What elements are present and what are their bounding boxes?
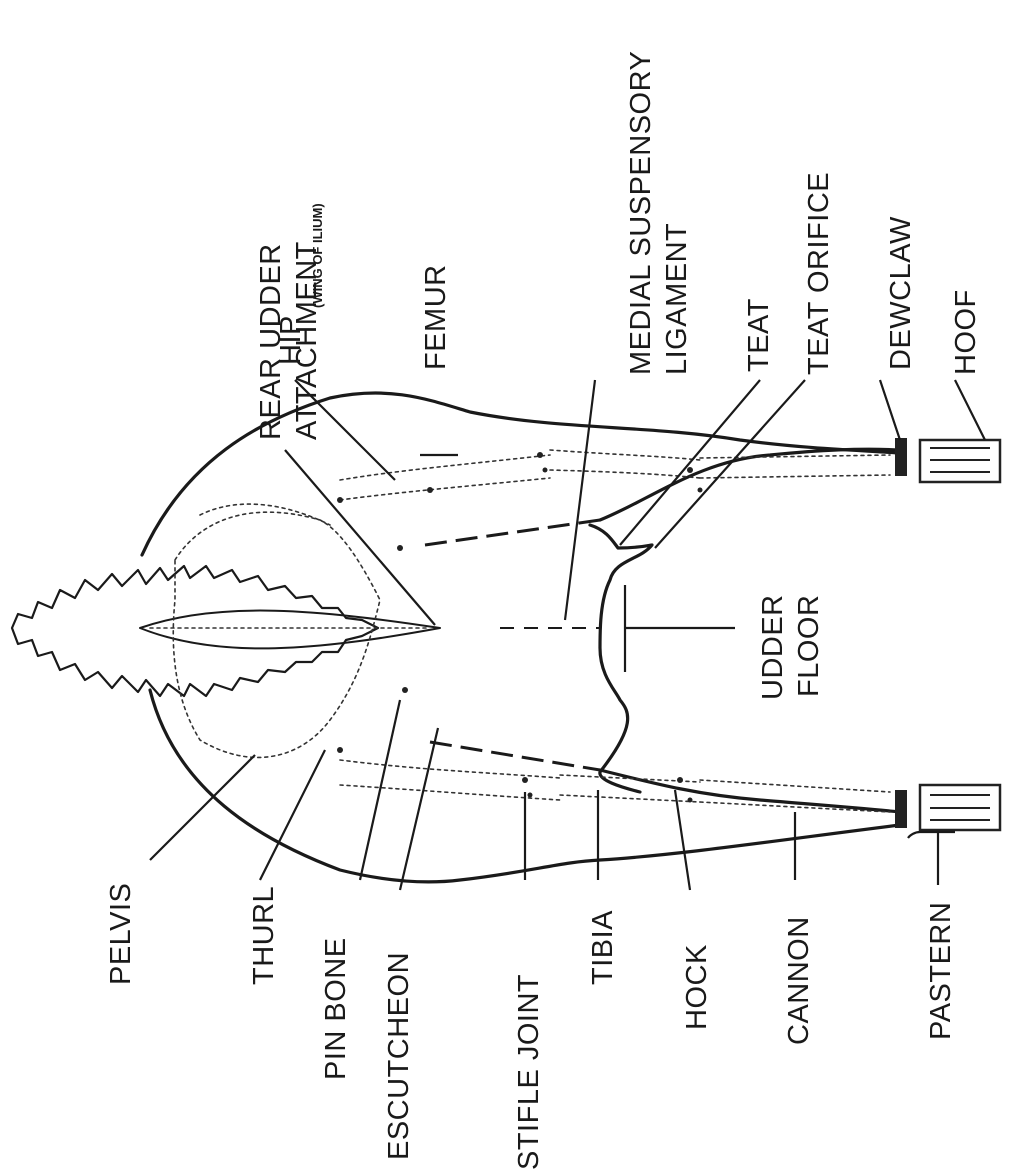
- speck: [698, 488, 703, 493]
- label-medial-1: MEDIAL SUSPENSORY: [625, 51, 657, 375]
- label-femur: FEMUR: [420, 264, 452, 370]
- label-cannon: CANNON: [783, 916, 815, 1045]
- leader-lines-extra: [598, 790, 690, 890]
- speck: [677, 777, 683, 783]
- speck: [528, 793, 533, 798]
- speck: [337, 497, 343, 503]
- dewclaw-lower: [895, 790, 907, 828]
- leader-hoof: [955, 380, 985, 440]
- leader-hock: [675, 790, 690, 890]
- speck: [537, 452, 543, 458]
- leader-dewclaw: [880, 380, 900, 440]
- rear-udder-attachment-line-lower: [430, 742, 600, 770]
- speck: [543, 468, 548, 473]
- hoof-lower-lines: [930, 795, 990, 820]
- hoof-upper-lines: [930, 448, 990, 472]
- speck: [397, 545, 403, 551]
- speck: [688, 798, 693, 803]
- leader-teat-orifice: [655, 380, 805, 548]
- label-rear-udder-1: REAR UDDER: [255, 243, 287, 440]
- speck: [337, 747, 343, 753]
- speck: [687, 467, 693, 473]
- label-tibia: TIBIA: [587, 910, 619, 985]
- leg-upper-outline: [600, 449, 900, 520]
- tail-crest: [12, 566, 378, 696]
- label-teat: TEAT: [743, 298, 775, 372]
- tail-inner-lens: [140, 611, 440, 649]
- label-hock: HOCK: [681, 944, 713, 1030]
- label-dewclaw: DEWCLAW: [885, 216, 917, 370]
- speck: [402, 687, 408, 693]
- label-pelvis: PELVIS: [105, 883, 137, 985]
- label-pin-bone: PIN BONE: [320, 937, 352, 1080]
- leader-pelvis: [150, 755, 255, 860]
- leader-escutcheon: [400, 728, 438, 890]
- udder-outline: [590, 525, 652, 792]
- leader-teat: [620, 380, 760, 545]
- label-udder-floor-1: UDDER: [757, 594, 789, 700]
- leg-lower-outline: [600, 770, 900, 812]
- speck: [522, 777, 528, 783]
- hooves: [895, 438, 1000, 830]
- label-stifle-joint: STIFLE JOINT: [513, 974, 545, 1170]
- leader-pin-bone: [360, 700, 400, 880]
- leader-medial: [565, 380, 595, 620]
- label-hoof: HOOF: [950, 289, 982, 375]
- pelvis-bone-outline: [173, 512, 380, 757]
- label-pastern: PASTERN: [925, 902, 957, 1040]
- speck: [427, 487, 433, 493]
- femur-upper-bone: [340, 455, 550, 500]
- dewclaw-upper: [895, 438, 907, 476]
- label-rear-udder-2: ATTACHMENT: [291, 241, 323, 440]
- label-thurl: THURL: [248, 886, 280, 985]
- label-escutcheon: ESCUTCHEON: [383, 952, 415, 1160]
- label-udder-floor-2: FLOOR: [793, 595, 825, 697]
- label-medial-2: LIGAMENT: [661, 223, 693, 375]
- tail-head: [12, 566, 440, 696]
- pastern-bracket: [908, 832, 955, 885]
- label-teat-orifice: TEAT ORIFICE: [803, 172, 835, 375]
- udder-floor-bracket: [625, 585, 735, 672]
- tibia-upper-bone: [550, 450, 700, 478]
- leader-lines: [150, 380, 985, 890]
